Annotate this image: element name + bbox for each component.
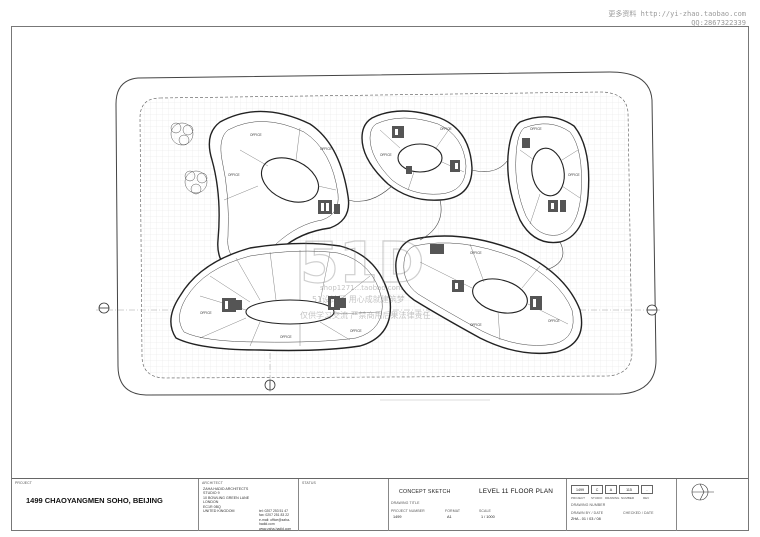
watermark-overlay: 51D shop1271...taobao.com 51设计网 用心成就建筑梦 … (299, 230, 431, 320)
sheet-border (11, 26, 749, 531)
svg-text:51D: 51D (300, 231, 424, 296)
atrium-1 (260, 157, 320, 203)
watermark-qq: QQ:2867322339 (691, 19, 746, 27)
office-label: OFFICE (380, 153, 392, 157)
contact-line: www.zaha-hadid.com (259, 526, 292, 531)
svg-text:仅供学习交流 严禁商用后果法律责任: 仅供学习交流 严禁商用后果法律责任 (300, 310, 431, 320)
office-label: OFFICE (350, 329, 362, 333)
drawn-value: ZHA - 01 / 03 / 08 (571, 517, 601, 521)
office-label: OFFICE (530, 127, 542, 131)
contact-line: fax: 0207 251 83 22 (259, 513, 289, 518)
address-line: 10 BOWLING GREEN LANE (203, 495, 250, 500)
code-label: REV (643, 496, 650, 500)
code-label: NUMBER (621, 496, 635, 500)
address-line: LONDON (203, 500, 219, 505)
project-number: 1499 (393, 515, 402, 519)
grid-marker-bottom (264, 379, 276, 391)
office-label: OFFICE (200, 311, 212, 315)
svg-text:shop1271...taobao.com: shop1271...taobao.com (320, 284, 403, 292)
north-arrow-icon (691, 483, 714, 501)
format-label: FORMAT (445, 509, 461, 513)
address-line: STUDIO 9 (203, 491, 220, 496)
drawing-title: LEVEL 11 FLOOR PLAN (479, 488, 554, 495)
address-line: EC1R 0BQ (203, 504, 221, 509)
architect-label: ARCHITECT (202, 481, 223, 485)
status-cell: STATUS (298, 479, 388, 531)
architect-address: ZAHA HADID ARCHITECTS STUDIO 9 10 BOWLIN… (203, 487, 249, 513)
office-label: OFFICE (470, 323, 482, 327)
contact-line: tel: 0207 253 51 47 (259, 509, 289, 513)
office-label: OFFICE (470, 251, 482, 255)
address-line: UNITED KINGDOM (203, 509, 235, 514)
scale-label: SCALE (479, 509, 491, 513)
watermark-contact: 更多资料 http://yi-zhao.taobao.com QQ:286732… (608, 10, 746, 28)
project-title: 1499 CHAOYANGMEN SOHO, BEIJING (26, 496, 163, 505)
site-boundary (115, 71, 657, 396)
code-label: STUDIO (591, 496, 603, 500)
office-label: OFFICE (250, 133, 262, 137)
contact-line: e-mail: office@zaha-hadid.com (259, 517, 291, 527)
project-cell: PROJECT 1499 CHAOYANGMEN SOHO, BEIJING (12, 479, 198, 531)
office-label: OFFICE (568, 173, 580, 177)
tree-2 (184, 170, 208, 195)
north-cell (676, 479, 748, 531)
atrium-2 (397, 143, 443, 173)
code-box: C (591, 485, 603, 494)
tree-1 (170, 122, 194, 146)
drawn-label: DRAWN BY / DATE (571, 511, 604, 515)
building-5-outline (170, 242, 392, 352)
grid-marker-left (98, 302, 110, 314)
code-label: DRAWING (605, 496, 620, 500)
concept-label: CONCEPT SKETCH (399, 489, 451, 495)
core-voids (225, 129, 554, 309)
atrium-4 (472, 278, 528, 314)
address-line: ZAHA HADID ARCHITECTS (203, 487, 249, 491)
title-block: PROJECT 1499 CHAOYANGMEN SOHO, BEIJING A… (12, 478, 748, 531)
office-label: OFFICE (228, 173, 240, 177)
office-label: OFFICE (320, 147, 332, 151)
drawing-number-cell: 1499 C A 115 - PROJECT STUDIO DRAWING NU… (566, 479, 676, 531)
project-label: PROJECT (15, 481, 33, 485)
office-label: OFFICE (280, 335, 292, 339)
code-box: - (641, 485, 653, 494)
svg-text:51设计网 用心成就建筑梦: 51设计网 用心成就建筑梦 (312, 294, 405, 304)
grid-marker-right (646, 304, 658, 316)
office-label: OFFICE (440, 127, 452, 131)
code-box: 115 (619, 485, 639, 494)
checked-label: CHECKED / DATE (623, 511, 654, 515)
drawing-cell: CONCEPT SKETCH LEVEL 11 FLOOR PLAN DRAWI… (388, 479, 566, 531)
drawing-number-label: DRAWING NUMBER (571, 503, 606, 507)
office-label: OFFICE (548, 319, 560, 323)
watermark-url: 更多资料 http://yi-zhao.taobao.com (608, 10, 746, 18)
atrium-5 (245, 299, 335, 325)
code-label: PROJECT (571, 496, 586, 500)
architect-cell: ARCHITECT ZAHA HADID ARCHITECTS STUDIO 9… (198, 479, 298, 531)
atrium-3 (531, 147, 565, 197)
code-box: A (605, 485, 617, 494)
drawing-title-label: DRAWING TITLE (391, 501, 420, 505)
project-number-label: PROJECT NUMBER (391, 509, 425, 513)
scale-value: 1 / 1000 (481, 515, 495, 519)
status-label: STATUS (302, 481, 316, 485)
code-box: 1499 (571, 485, 589, 494)
architect-contact: tel: 0207 253 51 47 fax: 0207 251 83 22 … (259, 509, 298, 531)
format-value: A1 (447, 515, 452, 519)
